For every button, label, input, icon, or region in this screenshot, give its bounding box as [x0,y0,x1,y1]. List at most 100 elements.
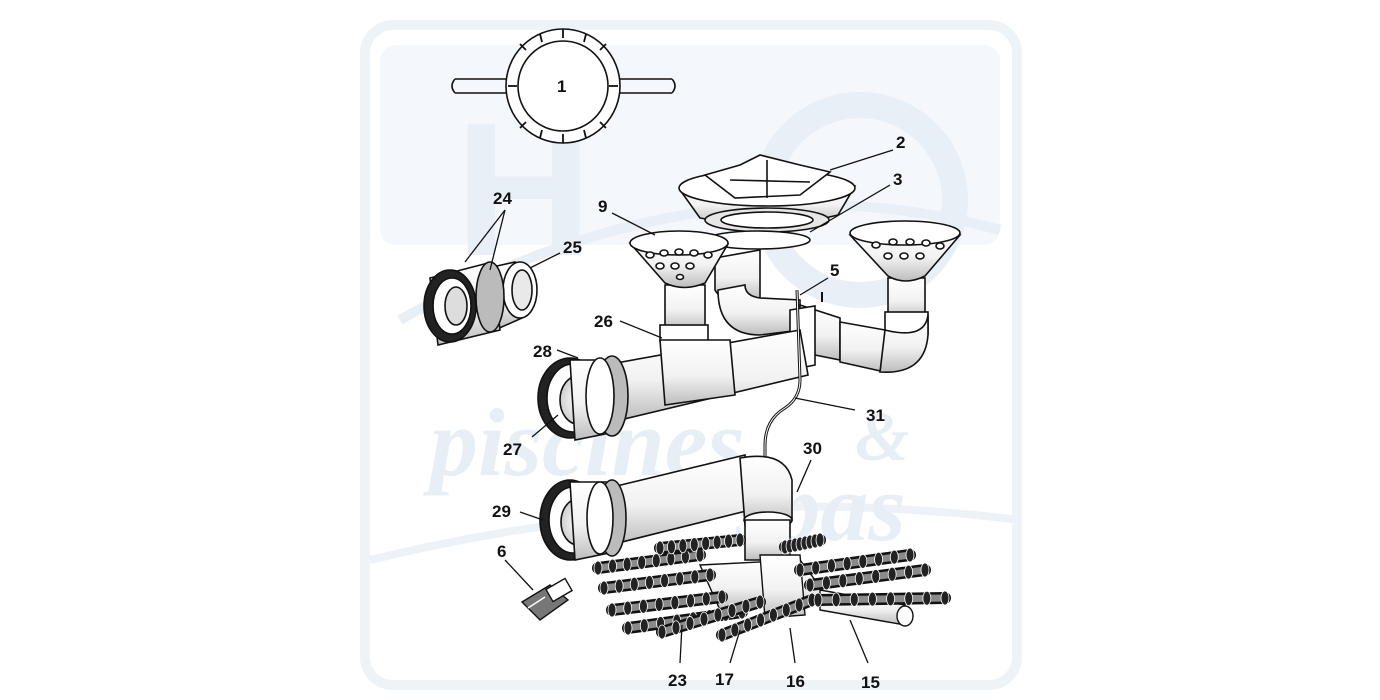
lateral-tube-rib [889,549,899,565]
lateral-tube-rib [815,532,825,548]
lateral-tube-rib [794,597,804,613]
label-part-3: 3 [893,170,902,189]
lateral-tube-rib [887,566,897,582]
leader-lines [464,149,894,664]
label-part-26: 26 [594,312,613,331]
lateral-tube-rib [813,592,823,608]
lateral-tube-rib [686,593,695,609]
lateral-tube-rib [811,560,821,576]
lateral-tube-rib [741,598,751,614]
lateral-tube-rib [699,611,709,627]
air-tube [763,289,823,470]
lateral-tube-rib [623,620,633,636]
label-part-29: 29 [492,502,511,521]
lateral-tube-rib [871,569,881,584]
lateral-tube-rib [781,602,791,618]
lateral-tube-rib [713,607,723,623]
lateral-tube-rib [727,603,737,618]
lateral-tube-rib [795,562,805,578]
lateral-tube-rib [827,558,836,574]
label-part-5: 5 [830,261,839,280]
lateral-tube-rib [854,571,864,586]
lateral-tube-rib [735,532,745,548]
lateral-tube-rib [849,592,859,607]
lateral-tube-rib [637,555,647,570]
lateral-tube-rib [639,618,649,634]
lateral-tube-rib [858,554,868,569]
lateral-tube-rib [701,536,711,551]
lateral-tube-rib [623,600,633,616]
lateral-tube-rib [822,575,831,591]
lateral-tube-rib [614,578,624,594]
lateral-tube-rib [904,564,913,580]
lateral-tube-rib [657,624,667,640]
lateral-tube-rib [743,617,753,633]
small-connector [520,577,573,621]
lateral-tube-rib [805,577,815,593]
lateral-tube-rib [868,591,877,607]
lateral-tube-rib [599,580,609,596]
lateral-tube-rib [905,547,915,563]
label-part-1: 1 [557,77,566,96]
lateral-tube-rib [671,620,681,636]
lateral-tube-rib [685,616,695,631]
lateral-tube-rib [622,556,632,572]
lateral-tube-rib [920,562,930,578]
lateral-tube-rib [922,590,932,606]
lateral-tube-rib [904,591,914,606]
lateral-tube-rib [655,540,665,556]
lateral-tube-rib [712,534,722,550]
lateral-tube-rib [705,567,715,583]
union-nut-assembly [423,260,538,346]
lateral-tube-rib [717,627,727,643]
lateral-manifold [592,532,951,643]
lateral-tube-rib [690,569,700,585]
label-part-2: 2 [896,133,905,152]
lateral-tube-rib [886,591,895,607]
label-part-25: 25 [563,238,582,257]
watermark-amp: & [855,399,909,476]
lateral-tube-rib [755,594,765,610]
lateral-tube-rib [660,573,669,588]
lateral-tube-rib [629,576,639,592]
label-part-16: 16 [786,672,805,691]
lateral-tube-rib [675,571,685,587]
lateral-tube-rib [593,560,603,576]
watermark-frame [360,20,1022,690]
lateral-tube-rib [667,539,676,555]
label-part-24: 24 [493,189,512,208]
lateral-tube-rib [607,602,617,618]
lateral-tube-rib [717,589,727,605]
lateral-tube-rib [701,591,711,607]
lateral-tube-rib [874,551,883,567]
label-part-28: 28 [533,342,552,361]
lateral-tube-rib [670,595,680,610]
central-strainer-cap [678,154,857,301]
lateral-tube-rib [639,598,648,614]
label-part-17: 17 [715,670,734,689]
label-part-27: 27 [503,440,522,459]
lower-collector-pipe [539,454,793,561]
lateral-tube-rib [831,592,841,608]
lateral-tube-rib [724,533,733,549]
label-part-31: 31 [866,406,885,425]
lateral-tube-rib [842,556,852,571]
lateral-tube-rib [730,622,740,638]
lateral-tube-rib [645,575,654,590]
lateral-tube-rib [654,597,664,612]
lateral-tube-rib [940,590,950,606]
left-strainer-cup [628,230,730,342]
lateral-tubes [592,532,951,643]
lateral-tube-rib [678,538,688,554]
lateral-tube-rib [651,553,661,568]
lateral-tube-rib [608,558,617,574]
lateral-tube-rib [756,612,765,628]
ring-wrench [451,28,676,144]
upper-outlet-pipe [537,329,809,441]
lateral-tube-rib [689,537,699,552]
lateral-tube-rib [838,573,848,589]
label-part-15: 15 [861,673,880,692]
lateral-tube-rib [769,607,778,623]
label-part-6: 6 [497,542,506,561]
